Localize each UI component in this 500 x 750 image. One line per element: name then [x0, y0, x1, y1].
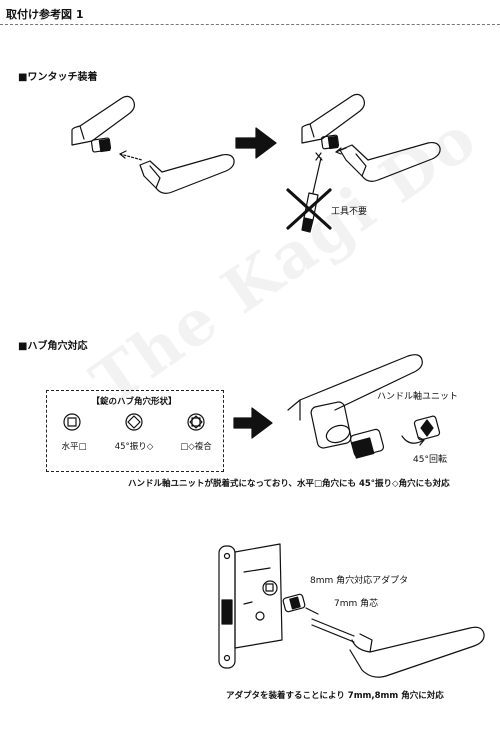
- lock-faceplate: [218, 545, 236, 669]
- hub-caption: ハンドル軸ユニットが脱着式になっており、水平□角穴にも 45°振り◇角穴にも対応: [128, 479, 450, 489]
- adapter-piece: [282, 593, 306, 613]
- rotate-arrow-icon: [401, 435, 425, 446]
- shape-label-45deg: 45°振り◇: [114, 442, 154, 452]
- spindle-label: 7mm 角芯: [334, 599, 379, 609]
- handle-unit-label: ハンドル軸ユニット: [377, 392, 459, 402]
- lever-upper-left: [71, 95, 136, 146]
- spindle-unit-square: [349, 428, 385, 459]
- page-title: 取付け参考図 1: [6, 8, 84, 21]
- hub-shape-box: [46, 390, 224, 472]
- lever-upper-right: [301, 93, 366, 144]
- adapter-caption: アダプタを装着することにより 7mm,8mm 角穴に対応: [226, 691, 444, 701]
- rose-right: [320, 134, 340, 150]
- section-heading-one-touch: ■ワンタッチ装着: [18, 72, 98, 83]
- lever-adapter: [349, 626, 485, 678]
- section-heading-hub-hole: ■ハブ角穴対応: [18, 341, 88, 352]
- tool-free-label: 工具不要: [331, 207, 368, 217]
- hub-arrow-right-icon: [233, 407, 273, 439]
- rotate-45-label: 45°回転: [413, 455, 447, 465]
- shape-combined-icon: [187, 413, 205, 431]
- hub-shape-box-title: 【錠のハブ角穴形状】: [91, 397, 177, 407]
- arrow-small-right: [335, 147, 347, 155]
- insert-arrow-left: [119, 150, 143, 161]
- shape-label-horizontal: 水平□: [61, 442, 87, 452]
- lever-lower-left: [139, 153, 235, 194]
- shape-label-combined: □◇複合: [180, 442, 212, 452]
- spindle-unit-diamond: [413, 415, 441, 441]
- shape-45-diamond-icon: [125, 413, 143, 431]
- spindle-7mm: [311, 618, 355, 643]
- title-divider: [0, 24, 500, 25]
- spindle-rose-left: [90, 137, 112, 153]
- lock-case: [234, 543, 283, 649]
- adapter-label: 8mm 角穴対応アダプタ: [310, 576, 409, 586]
- adapter-arrow: [305, 607, 319, 615]
- big-arrow-right-icon: [235, 127, 277, 159]
- lever-lower-right: [339, 141, 441, 182]
- no-tool-cross-icon: [286, 188, 332, 230]
- shape-horizontal-square-icon: [63, 413, 81, 431]
- lever-hub: [287, 354, 423, 449]
